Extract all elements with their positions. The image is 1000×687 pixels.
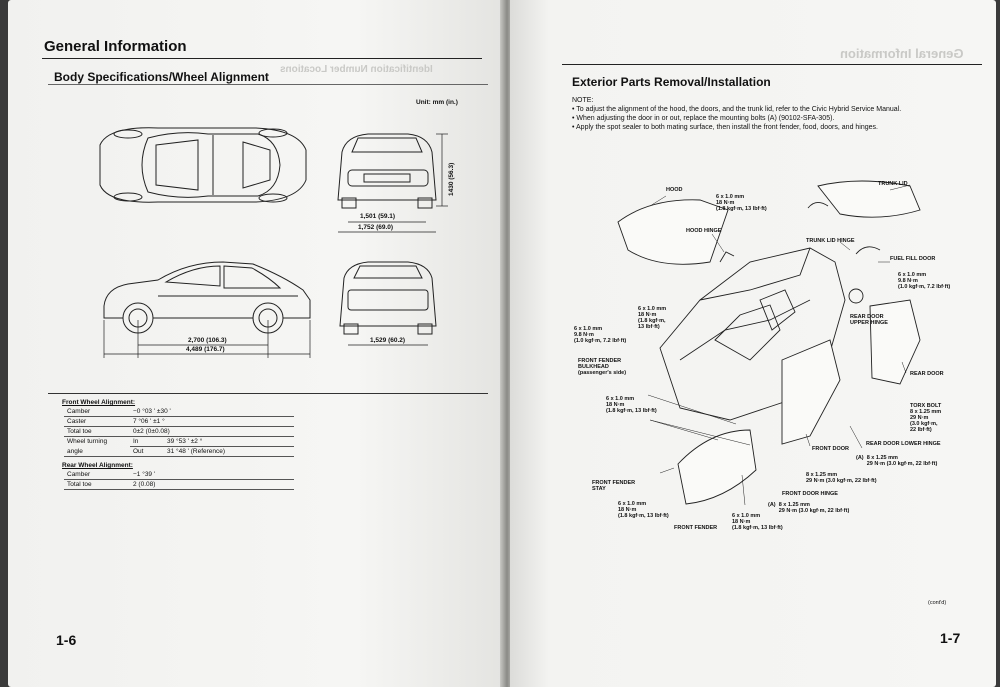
left-page-title: General Information: [44, 38, 187, 55]
torque-torx-bolt: 8 x 1.25 mm 29 N·m (3.0 kgf·m, 22 lbf·ft…: [910, 409, 942, 433]
torque-fender-lower-bolt: 6 x 1.0 mm 18 N·m (1.8 kgf·m, 13 lbf·ft): [732, 513, 783, 531]
right-page: General Information Exterior Parts Remov…: [510, 0, 996, 687]
section-rule: [48, 84, 488, 85]
page-number-left: 1-6: [56, 632, 77, 648]
divider-rule: [48, 393, 488, 394]
rear-alignment-heading: Rear Wheel Alignment:: [62, 462, 133, 469]
label-hood: HOOD: [666, 187, 683, 193]
trunk-lid-hinge-left: [807, 202, 829, 209]
note-item: • Apply the spot sealer to both mating s…: [572, 124, 878, 131]
note-item: • To adjust the alignment of the hood, t…: [572, 106, 902, 113]
trunk-lid-part: [817, 180, 921, 218]
front-door-part: [781, 339, 841, 445]
label-trunk-lid: TRUNK LID: [878, 181, 908, 187]
car-body-frame: [659, 247, 846, 421]
continued-note: (cont'd): [928, 600, 947, 606]
label-hood-hinge: HOOD HINGE: [686, 228, 722, 234]
body-dimension-drawing: [99, 127, 448, 358]
exterior-parts-diagram: [617, 180, 921, 506]
torque-rear-hinge-a: (A) 8 x 1.25 mm 29 N·m (3.0 kgf·m, 22 lb…: [856, 455, 938, 467]
label-front-fender-bulkhead: FRONT FENDER BULKHEAD (passenger's side): [578, 358, 627, 376]
torque-hood-bolt: 6 x 1.0 mm 18 N·m (1.8 kgf·m, 13 lbf·ft): [716, 194, 767, 212]
hood-hinge-part: [719, 251, 735, 263]
left-page: General Information Body Specifications/…: [8, 0, 504, 687]
dim-front-tread: 1,501 (59.1): [360, 213, 396, 220]
car-top-view: [99, 127, 307, 203]
section-title: Body Specifications/Wheel Alignment: [54, 70, 269, 84]
title-rule: [42, 58, 482, 59]
car-side-view: [103, 261, 311, 334]
torque-left-bolt: 6 x 1.0 mm 9.8 N·m (1.0 kgf·m, 7.2 lbf·f…: [574, 326, 627, 344]
dim-wheelbase: 2,700 (106.3): [188, 337, 227, 344]
label-front-fender: FRONT FENDER: [674, 525, 718, 531]
table-row: Camber−1 °39 ': [64, 470, 294, 480]
rear-door-part: [869, 299, 921, 385]
car-front-view: [337, 133, 437, 209]
torque-center-bolt: 6 x 1.0 mm 18 N·m (1.8 kgf·m, 13 lbf·ft): [638, 306, 667, 330]
label-rear-door-upper-hinge: REAR DOOR UPPER HINGE: [850, 314, 888, 326]
right-page-title: Exterior Parts Removal/Installation: [572, 75, 771, 89]
trunk-lid-hinge-right: [855, 246, 881, 255]
front-fender-part: [677, 429, 757, 505]
dimension-lines: [103, 133, 448, 358]
label-fuel-fill-door: FUEL FILL DOOR: [890, 256, 936, 262]
dim-rear-tread: 1,529 (60.2): [370, 337, 406, 344]
note-item: • When adjusting the door in or out, rep…: [572, 115, 835, 122]
torque-front-hinge-bolt: 8 x 1.25 mm 29 N·m (3.0 kgf·m, 22 lbf·ft…: [806, 472, 877, 484]
label-torx-bolt: TORX BOLT: [910, 403, 942, 409]
hood-part: [617, 199, 729, 265]
car-rear-view: [339, 261, 437, 335]
unit-label: Unit: mm (in.): [416, 99, 458, 106]
torque-stay-bolt: 6 x 1.0 mm 18 N·m (1.8 kgf·m, 13 lbf·ft): [618, 501, 669, 519]
dim-height: 1430 (56.3): [448, 162, 455, 196]
front-alignment-heading: Front Wheel Alignment:: [62, 399, 136, 406]
label-rear-door-lower-hinge: REAR DOOR LOWER HINGE: [866, 441, 941, 447]
label-front-door-hinge: FRONT DOOR HINGE: [782, 491, 838, 497]
label-rear-door: REAR DOOR: [910, 371, 944, 377]
torque-fender-bolt: 6 x 1.0 mm 18 N·m (1.8 kgf·m, 13 lbf·ft): [606, 396, 657, 414]
dim-overall-width: 1,752 (69.0): [358, 224, 394, 231]
notes-block: NOTE: • To adjust the alignment of the h…: [572, 96, 901, 132]
fuel-fill-door-part: [848, 288, 864, 304]
label-front-door: FRONT DOOR: [812, 446, 849, 452]
label-trunk-lid-hinge: TRUNK LID HINGE: [806, 238, 855, 244]
page-number-right: 1-7: [940, 630, 961, 646]
dim-overall-length: 4,489 (176.7): [186, 346, 225, 353]
label-front-fender-stay: FRONT FENDER STAY: [592, 480, 636, 492]
torque-fuel-door-bolt: 6 x 1.0 mm 9.8 N·m (1.0 kgf·m, 7.2 lbf·f…: [898, 272, 951, 290]
note-label: NOTE:: [572, 97, 594, 104]
table-row: Camber−0 °03 ' ±30 ': [64, 407, 294, 417]
title-rule: [562, 64, 982, 65]
torque-front-hinge-a: (A) 8 x 1.25 mm 29 N·m (3.0 kgf·m, 22 lb…: [768, 502, 850, 514]
